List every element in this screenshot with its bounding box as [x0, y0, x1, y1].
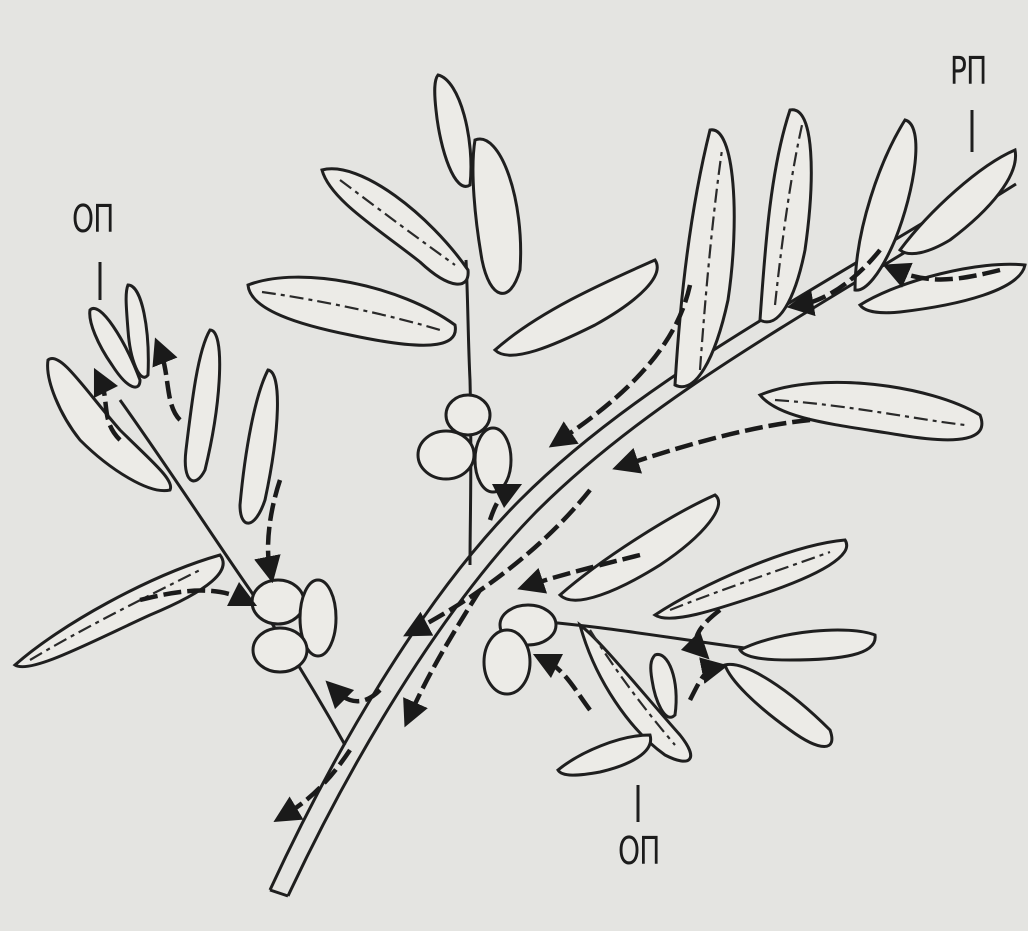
label-left-top: ОП [72, 200, 114, 238]
flow-arrow [160, 350, 180, 420]
flow-arrow [285, 750, 350, 815]
flow-arrow [268, 480, 280, 570]
leaf [322, 169, 468, 284]
berry-cluster-middle [418, 395, 511, 492]
leaf-group-lower-right [558, 495, 875, 775]
flow-arrow [625, 420, 810, 465]
leaf-group-left [15, 285, 277, 667]
leaf [185, 330, 219, 481]
leaf [240, 370, 277, 523]
leaf-group-upper-middle [248, 75, 657, 355]
leaf [675, 130, 734, 387]
leaf [473, 139, 521, 293]
leaf [558, 735, 651, 775]
leaf [560, 495, 719, 600]
berry-cluster-lower [484, 605, 556, 694]
leaf [48, 358, 171, 490]
berry-cluster-left [252, 580, 336, 672]
flow-arrow [410, 590, 480, 715]
berry [253, 628, 307, 672]
flow-arrow [335, 690, 380, 701]
main-stem [120, 170, 1016, 896]
leaf [900, 150, 1016, 254]
flow-arrow [415, 490, 590, 630]
berry [252, 580, 304, 624]
label-leaders [100, 110, 972, 822]
flow-arrow [690, 668, 715, 700]
label-bottom: ОП [618, 832, 660, 870]
leaf [725, 664, 832, 746]
berry [446, 395, 490, 435]
leaf [435, 75, 471, 186]
leaf [740, 630, 875, 660]
berry [418, 431, 474, 479]
flow-arrow [545, 660, 590, 710]
berry [484, 630, 530, 694]
leaf [248, 277, 455, 345]
berry [475, 428, 511, 492]
label-right-top: РП [950, 52, 986, 90]
